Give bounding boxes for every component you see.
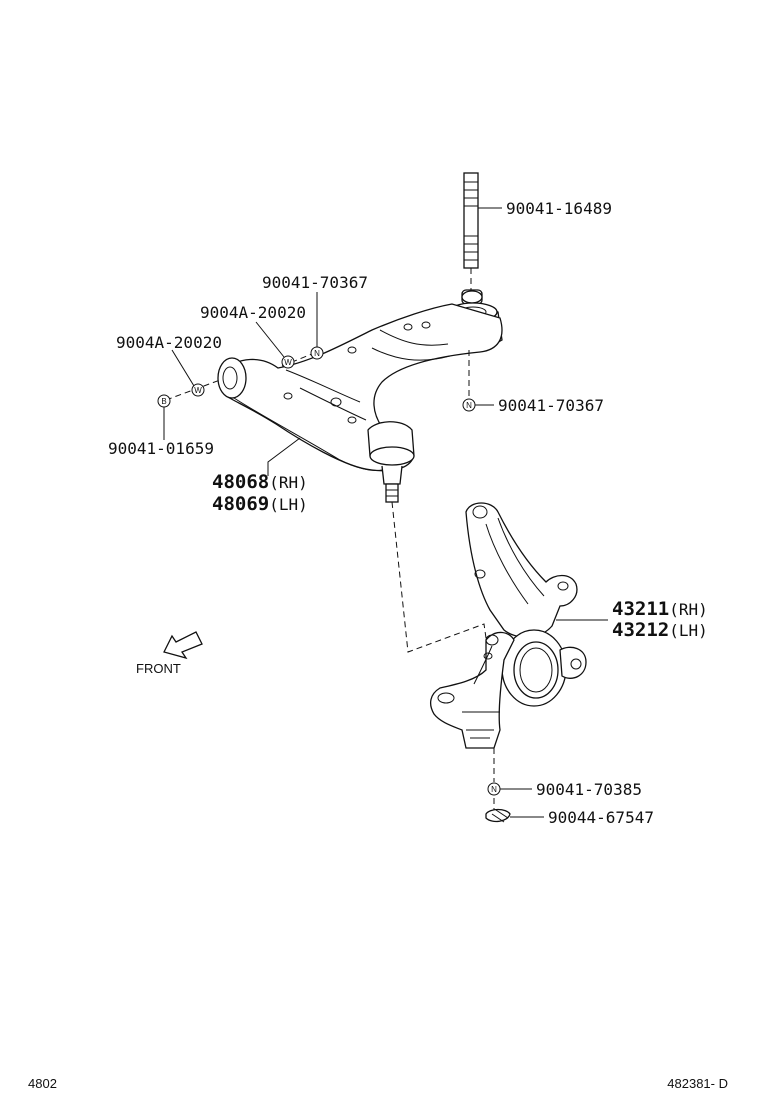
callout-stud-bolt: 90041-16489 <box>506 199 612 218</box>
nut-bottom-badge: N <box>487 782 501 796</box>
figure-code: 482381- D <box>667 1076 728 1091</box>
svg-text:B: B <box>161 397 166 406</box>
callout-nut-top-left: 90041-70367 <box>262 273 368 292</box>
callout-cotter-pin: 90044-67547 <box>548 808 654 827</box>
svg-text:N: N <box>314 349 320 358</box>
nut-top-left-badge: N <box>310 346 324 360</box>
callout-lower-arm-lh: 48069(LH) <box>212 493 308 515</box>
callout-bolt: 90041-01659 <box>108 439 214 458</box>
washer-upper-badge: W <box>281 355 295 369</box>
cotter-pin <box>485 798 511 823</box>
callout-knuckle-rh: 43211(RH) <box>612 598 708 620</box>
front-arrow-icon <box>163 631 203 660</box>
callout-washer-upper: 9004A-20020 <box>200 303 306 322</box>
svg-text:N: N <box>491 785 497 794</box>
stud-bolt <box>463 172 479 292</box>
callout-nut-right: 90041-70367 <box>498 396 604 415</box>
page-code: 4802 <box>28 1076 57 1091</box>
front-direction-label: FRONT <box>136 661 181 676</box>
bolt-badge: B <box>157 394 171 408</box>
svg-text:W: W <box>194 386 202 395</box>
steering-knuckle <box>429 502 587 749</box>
callout-lower-arm-rh: 48068(RH) <box>212 471 308 493</box>
callout-nut-bottom: 90041-70385 <box>536 780 642 799</box>
svg-text:N: N <box>466 401 472 410</box>
svg-text:W: W <box>284 358 292 367</box>
callout-washer-lower: 9004A-20020 <box>116 333 222 352</box>
callout-knuckle-lh: 43212(LH) <box>612 619 708 641</box>
lower-arm <box>217 303 503 503</box>
washer-lower-badge: W <box>191 383 205 397</box>
nut-right-badge: N <box>462 398 476 412</box>
